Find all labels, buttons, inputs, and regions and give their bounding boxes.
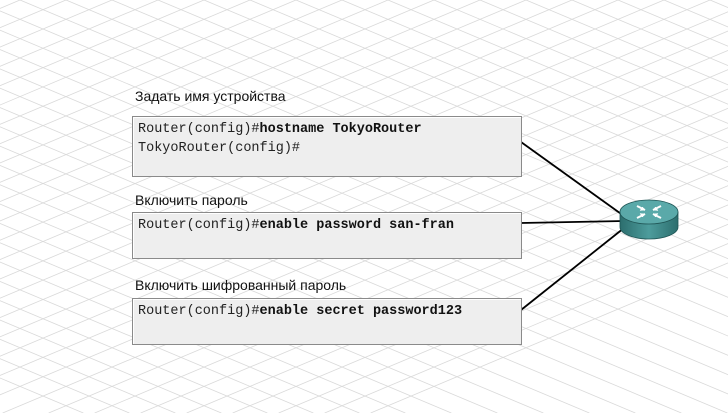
cli-command: hostname TokyoRouter bbox=[259, 122, 422, 137]
label-set-hostname: Задать имя устройства bbox=[135, 88, 286, 104]
cli-line: Router(config)#hostname TokyoRouter bbox=[138, 120, 521, 139]
cli-box-hostname: Router(config)#hostname TokyoRouter Toky… bbox=[132, 116, 522, 177]
cli-line: Router(config)#enable secret password123 bbox=[138, 302, 521, 321]
cli-command: enable password san-fran bbox=[259, 218, 454, 233]
cli-box-enable-secret: Router(config)#enable secret password123 bbox=[132, 298, 522, 345]
cli-line: TokyoRouter(config)# bbox=[138, 139, 521, 158]
cli-command: enable secret password123 bbox=[259, 304, 463, 319]
cli-prompt: Router(config)# bbox=[138, 304, 260, 319]
cli-line: Router(config)#enable password san-fran bbox=[138, 216, 521, 235]
router-icon bbox=[619, 199, 679, 240]
cli-prompt: Router(config)# bbox=[138, 218, 260, 233]
label-enable-secret: Включить шифрованный пароль bbox=[135, 277, 347, 293]
cli-box-enable-password: Router(config)#enable password san-fran bbox=[132, 212, 522, 259]
cli-prompt: TokyoRouter(config)# bbox=[138, 141, 301, 156]
label-enable-password: Включить пароль bbox=[135, 192, 248, 208]
cli-prompt: Router(config)# bbox=[138, 122, 260, 137]
